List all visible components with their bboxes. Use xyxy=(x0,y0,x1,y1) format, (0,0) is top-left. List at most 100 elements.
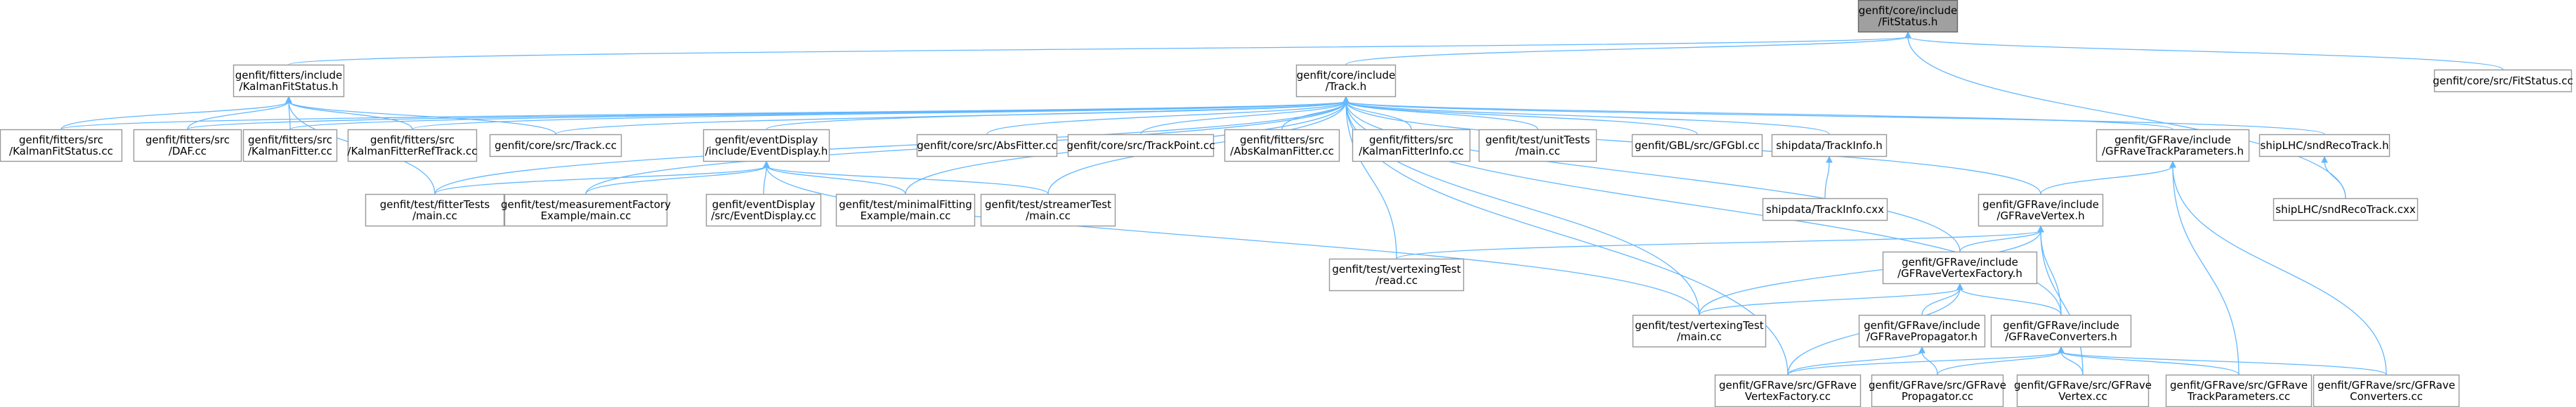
node-label-line: genfit/core/src/Track.cc xyxy=(495,139,617,152)
edge-arrowhead xyxy=(1918,346,1926,354)
file-node-track-h[interactable]: genfit/core/include/Track.h xyxy=(1295,64,1397,98)
edge-arrowhead xyxy=(1904,31,1911,39)
dependency-edge xyxy=(434,101,1347,195)
node-label-line: /GFRaveVertexFactory.h xyxy=(1897,267,2022,280)
file-node-sndreco-cxx[interactable]: shipLHC/sndRecoTrack.cxx xyxy=(2273,198,2419,221)
file-node-gfrconv-h[interactable]: genfit/GFRave/include/GFRaveConverters.h xyxy=(1990,314,2132,348)
node-box xyxy=(702,129,830,162)
node-box xyxy=(835,193,976,227)
file-node-fitstatus-cc[interactable]: genfit/core/src/FitStatus.cc xyxy=(2433,69,2573,93)
file-node-trackinfo-h[interactable]: shipdata/TrackInfo.h xyxy=(1771,134,1888,157)
file-node-trackinfo-cxx[interactable]: shipdata/TrackInfo.cxx xyxy=(1762,198,1888,221)
file-node-eventdisplay-h[interactable]: genfit/eventDisplay/include/EventDisplay… xyxy=(702,129,830,162)
node-label-line: genfit/fitters/src xyxy=(370,134,455,146)
edge-arrowhead xyxy=(2058,346,2065,354)
file-node-sndreco-h[interactable]: shipLHC/sndRecoTrack.h xyxy=(2258,134,2391,157)
file-node-eventdisplay-cc[interactable]: genfit/eventDisplay/src/EventDisplay.cc xyxy=(705,193,822,227)
file-node-root[interactable]: genfit/core/include/FitStatus.h xyxy=(1857,0,1959,33)
node-box xyxy=(1858,314,1986,348)
node-box xyxy=(980,193,1116,227)
node-box xyxy=(1871,374,2004,407)
dependency-edge xyxy=(60,101,289,130)
dependency-edge xyxy=(1396,230,2041,259)
node-box xyxy=(242,129,338,162)
file-node-gfrvf-h[interactable]: genfit/GFRave/include/GFRaveVertexFactor… xyxy=(1882,251,2038,285)
node-label-line: Propagator.cc xyxy=(1902,390,1973,403)
node-label-line: /GFRaveConverters.h xyxy=(2005,330,2117,343)
file-node-gfrtp-h[interactable]: genfit/GFRave/include/GFRaveTrackParamet… xyxy=(2096,129,2250,162)
dependency-edge xyxy=(1824,160,1830,199)
file-node-vtxmain-cc[interactable]: genfit/test/vertexingTest/main.cc xyxy=(1632,314,1767,348)
node-label-line: /GFRaveVertex.h xyxy=(1996,209,2084,222)
file-node-measfactory-cc[interactable]: genfit/test/measurementFactoryExample/ma… xyxy=(501,193,671,227)
file-node-abskalman-cc[interactable]: genfit/fitters/src/AbsKalmanFitter.cc xyxy=(1224,129,1340,162)
node-label-line: /GFRavePropagator.h xyxy=(1866,330,1977,343)
file-node-gfrvertex-h[interactable]: genfit/GFRave/include/GFRaveVertex.h xyxy=(1977,193,2104,227)
file-node-gfgbl-cc[interactable]: genfit/GBL/src/GFGbl.cc xyxy=(1631,134,1763,157)
file-node-kfinfo-cc[interactable]: genfit/fitters/src/KalmanFitterInfo.cc xyxy=(1352,129,1471,162)
file-node-unittests-cc[interactable]: genfit/test/unitTests/main.cc xyxy=(1478,129,1597,162)
file-node-gfrconv-cc[interactable]: genfit/GFRave/src/GFRaveConverters.cc xyxy=(2313,374,2460,407)
file-node-track-cc[interactable]: genfit/core/src/Track.cc xyxy=(489,134,622,157)
file-node-minimalfit-cc[interactable]: genfit/test/minimalFittingExample/main.c… xyxy=(835,193,976,227)
edge-arrowhead xyxy=(2321,155,2328,163)
node-label-line: genfit/GFRave/src/GFRave xyxy=(1719,379,1857,392)
node-label-line: genfit/core/include xyxy=(1297,69,1396,82)
file-node-fittertests-cc[interactable]: genfit/test/fitterTests/main.cc xyxy=(365,193,505,227)
node-label-line: genfit/GFRave/include xyxy=(2003,319,2119,332)
dependency-edge xyxy=(434,165,767,195)
file-node-absfitter-cc[interactable]: genfit/core/src/AbsFitter.cc xyxy=(916,134,1058,157)
file-node-gfrvf-cc[interactable]: genfit/GFRave/src/GFRaveVertexFactory.cc xyxy=(1714,374,1862,407)
dependency-edge xyxy=(2040,165,2173,195)
node-label-line: /main.cc xyxy=(1677,330,1722,343)
edge-arrowhead xyxy=(2169,160,2176,168)
node-label-line: genfit/eventDisplay xyxy=(712,198,816,211)
dependency-edge xyxy=(766,165,1700,316)
dependency-edge xyxy=(1345,101,1698,135)
file-node-daf-cc[interactable]: genfit/fitters/src/DAF.cc xyxy=(133,129,242,162)
dependency-edge xyxy=(2060,351,2084,375)
node-box xyxy=(133,129,242,162)
node-label-line: genfit/test/vertexingTest xyxy=(1332,263,1460,276)
node-label-line: /Track.h xyxy=(1326,80,1367,93)
dependency-edge xyxy=(187,101,289,130)
edge-arrowhead xyxy=(1956,283,1963,290)
node-label-line: genfit/eventDisplay xyxy=(715,134,818,146)
file-node-gfrvertex-cc[interactable]: genfit/GFRave/src/GFRaveVertex.cc xyxy=(2014,374,2152,407)
dependency-edge xyxy=(1699,230,2041,316)
node-label-line: genfit/fitters/src xyxy=(1240,134,1324,146)
file-node-gfrprop-h[interactable]: genfit/GFRave/include/GFRavePropagator.h xyxy=(1858,314,1986,348)
file-node-kfs-cc[interactable]: genfit/fitters/src/KalmanFitStatus.cc xyxy=(0,129,123,162)
node-box xyxy=(1295,64,1397,98)
edge-arrowhead xyxy=(1342,96,1349,103)
file-node-trackpoint-cc[interactable]: genfit/core/src/TrackPoint.cc xyxy=(1067,134,1215,157)
node-label-line: genfit/test/measurementFactory xyxy=(501,198,671,211)
node-label-line: genfit/GFRave/src/GFRave xyxy=(2014,379,2152,392)
dependency-edge xyxy=(2324,160,2346,199)
node-box xyxy=(1478,129,1597,162)
node-label-line: shipdata/TrackInfo.cxx xyxy=(1766,203,1884,216)
node-label-line: genfit/GFRave/include xyxy=(1864,319,1980,332)
file-node-kfs-h[interactable]: genfit/fitters/include/KalmanFitStatus.h xyxy=(233,64,345,98)
file-node-gfrtp-cc[interactable]: genfit/GFRave/src/GFRaveTrackParameters.… xyxy=(2165,374,2313,407)
node-label-line: Vertex.cc xyxy=(2058,390,2107,403)
dependency-edge xyxy=(766,165,906,195)
node-label-line: /KalmanFitterRefTrack.cc xyxy=(348,145,478,157)
file-node-kfrt-cc[interactable]: genfit/fitters/src/KalmanFitterRefTrack.… xyxy=(347,129,478,162)
node-box xyxy=(347,129,478,162)
dependency-edge xyxy=(1140,101,1347,135)
file-node-kalmanfitter-cc[interactable]: genfit/fitters/src/KalmanFitter.cc xyxy=(242,129,338,162)
node-label-line: /GFRaveTrackParameters.h xyxy=(2102,145,2244,157)
file-node-gfrprop-cc[interactable]: genfit/GFRave/src/GFRavePropagator.cc xyxy=(1869,374,2006,407)
node-box xyxy=(2258,134,2391,157)
node-box xyxy=(1882,251,2038,285)
node-label-line: /main.cc xyxy=(1515,145,1560,157)
node-label-line: genfit/GFRave/src/GFRave xyxy=(2170,379,2308,392)
file-node-vtxread-cc[interactable]: genfit/test/vertexingTest/read.cc xyxy=(1328,258,1465,292)
node-label-line: genfit/GFRave/include xyxy=(1902,256,2018,269)
file-node-streamer-cc[interactable]: genfit/test/streamerTest/main.cc xyxy=(980,193,1116,227)
dependency-edge xyxy=(766,101,1347,130)
dependency-edge xyxy=(2060,351,2387,375)
edge-arrowhead xyxy=(2037,225,2044,233)
